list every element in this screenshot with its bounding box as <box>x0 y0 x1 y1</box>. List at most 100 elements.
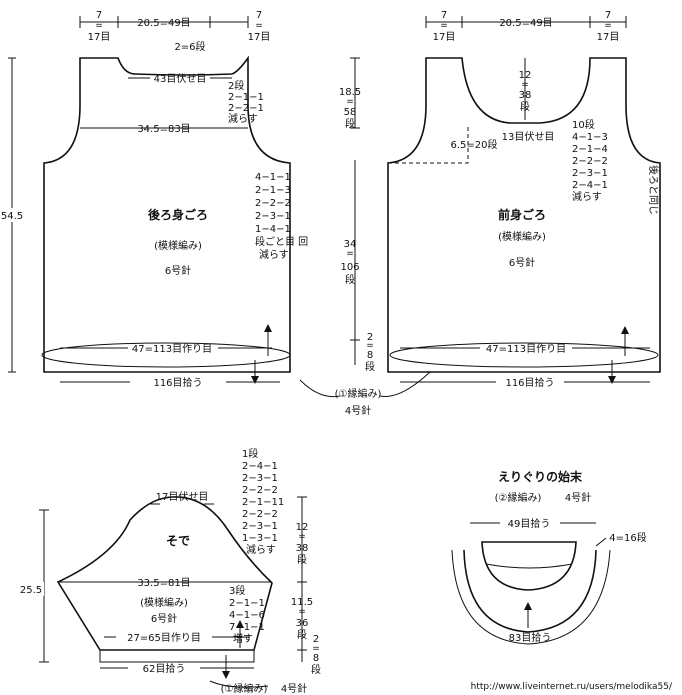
back-bottom-width: 47=113目作り目 <box>132 343 212 355</box>
sleeve-rib-height-cm: 2 <box>313 634 319 645</box>
back-neck-dec-4: 減らす <box>228 112 258 125</box>
front-outline <box>387 57 661 373</box>
front-same-as-back: 後ろと同じ <box>647 165 660 215</box>
yoke-rows: 58 <box>344 107 357 118</box>
back-top-right-eq: = <box>255 21 263 31</box>
collar-needle: 4号針 <box>565 491 591 504</box>
front-pattern: (模様編み) <box>498 230 546 243</box>
sleeve-cast-on: 27=65目作り目 <box>127 632 201 644</box>
sleeve-cap-dec-3: 2−3−1 <box>242 473 278 484</box>
back-top-center: 20.5=49目 <box>137 18 190 29</box>
collar-title: えりぐりの始末 <box>498 469 583 484</box>
sleeve-cap-dec-1: 1段 <box>242 447 258 460</box>
sleeve-inc-3: 4−1−6 <box>229 610 265 621</box>
back-pattern: (模様編み) <box>154 239 202 252</box>
back-neck-rows: 2=6段 <box>174 40 205 53</box>
back-top-left: 7 <box>96 10 102 21</box>
collar-pickup-bottom: 83目拾う <box>509 631 552 644</box>
sleeve-cap-dec-7: 2−3−1 <box>242 521 278 532</box>
yoke-eq: = <box>346 97 354 107</box>
sleeve-cap-dec-2: 2−4−1 <box>242 461 278 472</box>
sleeve-cap-height-unit: 段 <box>297 553 307 566</box>
sleeve-bindoff: 17目伏せ目 <box>156 490 209 503</box>
back-neck-bindoff: 43目伏せ目 <box>154 72 207 85</box>
back-arm-dec-6: 段ごと目 回 <box>255 235 308 248</box>
front-top-center: 20.5=49目 <box>499 18 552 29</box>
front-neck-dec-7: 減らす <box>572 190 602 203</box>
back-top-right-st: 17目 <box>248 32 271 43</box>
front-rib-ellipse <box>389 342 659 368</box>
sleeve-pickup: 62目拾う <box>143 662 186 675</box>
back-chest-width: 34.5=83目 <box>137 124 190 135</box>
back-arm-dec-5: 1−4−1 <box>255 224 291 235</box>
back-neck-dec-3: 2−2−1 <box>228 103 264 114</box>
back-top-left-st: 17目 <box>88 32 111 43</box>
collar-pattern: (②縁編み) <box>495 491 542 504</box>
rib-eq: = <box>366 341 374 351</box>
front-top-left: 7 <box>441 10 447 21</box>
rib-cm: 2 <box>367 332 373 343</box>
front-neck-dec-6: 2−4−1 <box>572 180 608 191</box>
sleeve-outline <box>56 496 273 651</box>
front-neck-dec-5: 2−3−1 <box>572 168 608 179</box>
front-top-left-eq: = <box>440 21 448 31</box>
back-piece: 7 = 17目 20.5=49目 7 = 17目 2=6段 43目伏せ目 2段 … <box>1 10 308 389</box>
front-top-right: 7 <box>605 10 611 21</box>
sleeve-piece: 17目伏せ目 1段 2−4−1 2−3−1 2−2−2 2−1−11 2−2−2… <box>20 447 321 695</box>
sleeve-rib-height-rows: 8 <box>313 653 319 664</box>
collar-rows: 4=16段 <box>609 531 646 544</box>
front-bottom-width: 47=113目作り目 <box>486 343 566 355</box>
rib-rows: 8 <box>367 350 373 361</box>
sleeve-rib-needle: 4号針 <box>281 682 307 695</box>
front-needle: 6号針 <box>509 256 535 269</box>
back-arm-dec-3: 2−2−2 <box>255 198 291 209</box>
sleeve-inc-1: 3段 <box>229 584 245 597</box>
back-title: 後ろ身ごろ <box>148 207 208 222</box>
sleeve-length: 25.5 <box>20 585 42 596</box>
back-height-total: 54.5 <box>1 211 23 222</box>
back-arm-dec-1: 4−1−1 <box>255 172 291 183</box>
back-outline <box>43 55 291 373</box>
back-rib-ellipse <box>41 342 291 368</box>
sleeve-cap-height-eq: = <box>298 532 306 542</box>
sleeve-body-height-eq: = <box>298 607 306 617</box>
front-neck-dec-2: 4−1−3 <box>572 132 608 143</box>
back-top-right: 7 <box>256 10 262 21</box>
body-rows: 106 <box>340 262 359 273</box>
front-top-right-st: 17目 <box>597 32 620 43</box>
sleeve-cap-dec-5: 2−1−11 <box>242 497 284 508</box>
sleeve-inc-4: 7−1−1 <box>229 622 265 633</box>
sleeve-body-height-rows: 36 <box>296 618 309 629</box>
sleeve-title: そで <box>166 534 190 548</box>
sleeve-needle: 6号針 <box>151 612 177 625</box>
sleeve-inc-2: 2−1−1 <box>229 598 265 609</box>
yoke-cm: 18.5 <box>339 87 361 98</box>
body-cm: 34 <box>344 239 357 250</box>
front-neck-dec-4: 2−2−2 <box>572 156 608 167</box>
watermark-url: http://www.liveinternet.ru/users/melodik… <box>471 682 673 692</box>
sleeve-cap-dec-4: 2−2−2 <box>242 485 278 496</box>
sleeve-body-height-cm: 11.5 <box>291 597 313 608</box>
front-neck-depth-eq: = <box>521 80 529 90</box>
sleeve-body-height-unit: 段 <box>297 628 307 641</box>
yoke-unit: 段 <box>345 117 355 130</box>
collar-neck-opening <box>481 541 577 591</box>
back-arm-dec-4: 2−3−1 <box>255 211 291 222</box>
body-unit: 段 <box>345 273 355 286</box>
front-neck-depth-cm: 12 <box>519 70 532 81</box>
front-neck-bindoff: 13目伏せ目 <box>502 130 555 143</box>
sleeve-width: 33.5=81目 <box>137 578 190 589</box>
back-neck-dec-2: 2−1−1 <box>228 92 264 103</box>
front-neck-side: 6.5=20段 <box>450 138 497 151</box>
sleeve-rib-height-unit: 段 <box>311 663 321 676</box>
side-measures: 18.5 = 58 段 34 = 106 段 2 = 8 段 (①縁編み) 4号… <box>299 57 431 417</box>
front-neck-dec-1: 10段 <box>572 118 595 131</box>
front-neck-dashed <box>388 125 469 164</box>
sleeve-cap-dec-6: 2−2−2 <box>242 509 278 520</box>
front-neck-depth-unit: 段 <box>520 100 530 113</box>
sleeve-rib-label: (①縁編み) <box>221 682 268 695</box>
sleeve-cap-height-rows: 38 <box>296 543 309 554</box>
front-piece: 7 = 17目 20.5=49目 7 = 17目 12 = 38 段 13目伏せ… <box>387 10 661 389</box>
front-title: 前身ごろ <box>498 207 546 222</box>
